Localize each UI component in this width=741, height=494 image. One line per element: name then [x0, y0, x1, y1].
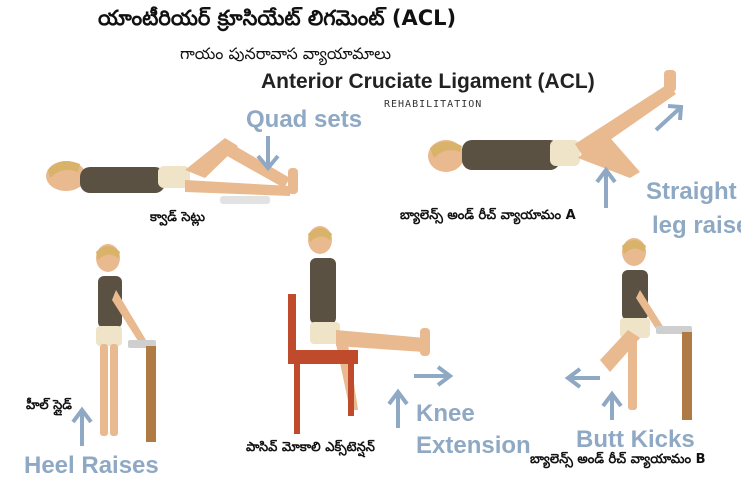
- knee-extension-label-line2: Extension: [416, 432, 531, 459]
- subtitle-english: REHABILITATION: [384, 99, 483, 110]
- arrow-down-icon: [256, 136, 280, 172]
- butt-kicks-figure: [600, 238, 692, 420]
- heel-raises-figure: [96, 244, 156, 442]
- straight-leg-raise-label-line1: Straight: [646, 178, 737, 205]
- title-english: Anterior Cruciate Ligament (ACL): [261, 70, 595, 93]
- arrow-up-icon: [387, 388, 409, 428]
- quad-sets-figure: [46, 138, 298, 204]
- straight-leg-raise-label-line2: leg raise: [652, 212, 741, 239]
- quad-sets-label: Quad sets: [246, 106, 363, 133]
- knee-extension-figure: [288, 226, 430, 434]
- arrow-up-icon: [595, 166, 617, 208]
- arrow-up-icon: [71, 406, 93, 446]
- subtitle-telugu: గాయం పునరావాస వ్యాయామాలు: [180, 44, 392, 63]
- butt-kicks-label: Butt Kicks: [576, 426, 695, 453]
- balance-reach-a-telugu: బ్యాలెన్స్ అండ్ రీచ్ వ్యాయామం A: [400, 208, 576, 223]
- heel-slide-telugu: హీల్ స్లైడ్: [26, 398, 72, 413]
- passive-knee-extension-telugu: పాసివ్ మోకాలి ఎక్స్‌టెన్షన్: [246, 440, 375, 455]
- arrow-up-right-icon: [654, 104, 684, 132]
- straight-leg-raise-figure: [428, 70, 676, 178]
- balance-reach-b-telugu: బ్యాలెన్స్ అండ్ రీచ్ వ్యాయామం B: [530, 452, 706, 467]
- arrow-up-icon: [601, 390, 623, 420]
- title-telugu: యాంటీరియర్ క్రూసియేట్ లిగమెంట్ (ACL): [98, 6, 457, 30]
- arrow-right-icon: [414, 365, 454, 387]
- quad-sets-telugu: క్వాడ్ సెట్లు: [150, 210, 206, 225]
- knee-extension-label-line1: Knee: [416, 400, 475, 427]
- arrow-left-icon: [564, 367, 600, 389]
- heel-raises-label: Heel Raises: [24, 452, 159, 479]
